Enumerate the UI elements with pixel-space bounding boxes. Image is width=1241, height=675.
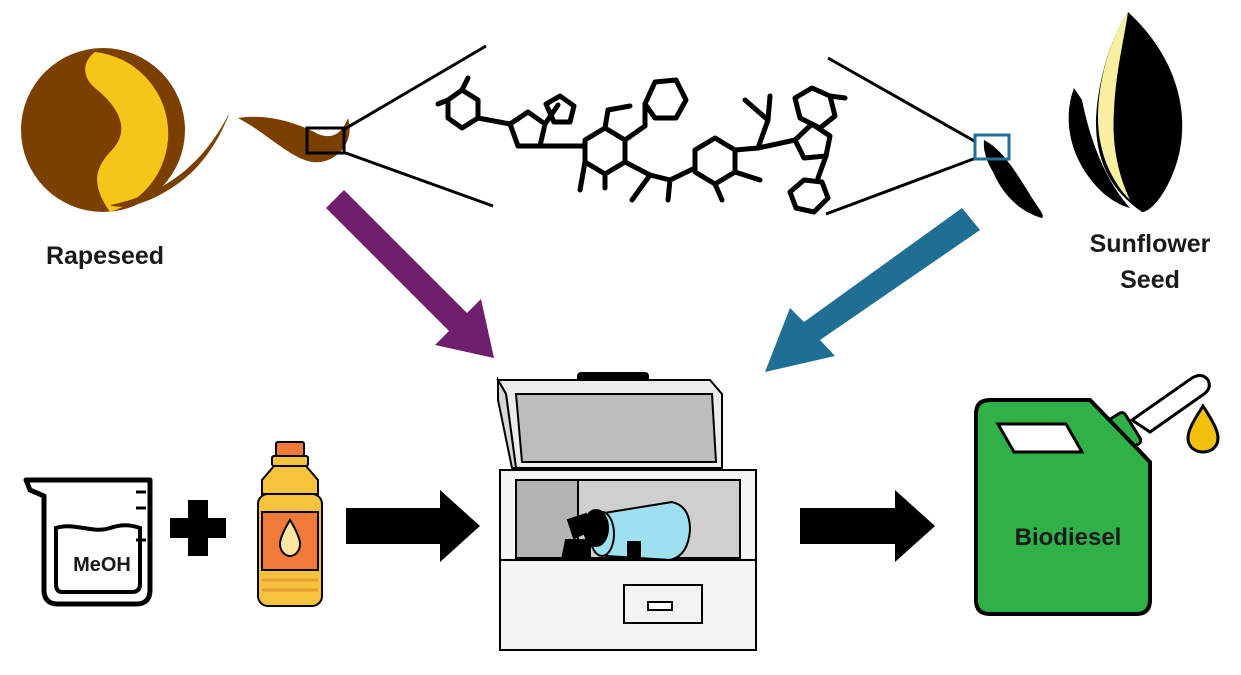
sunflower-seed-label: Sunflower Seed (1070, 226, 1230, 299)
biodiesel-label: Biodiesel (1014, 524, 1122, 551)
molecule-structure-icon (435, 75, 848, 215)
ball-mill-machine-icon (496, 372, 757, 651)
sunflower-label-line1: Sunflower (1089, 230, 1211, 258)
right-arrow-icon (800, 490, 935, 562)
jerrycan-icon (974, 373, 1211, 616)
rapeseed-label: Rapeseed (45, 242, 165, 270)
mill-jar-icon (560, 500, 692, 562)
purple-arrow-icon (320, 190, 494, 358)
beaker-icon (23, 477, 153, 607)
oil-bottle-icon (257, 441, 323, 607)
right-arrow-icon (346, 490, 480, 562)
rapeseed-zoom-box (305, 126, 346, 155)
sunflower-zoom-box (973, 133, 1011, 161)
meoh-label: MeOH (73, 554, 131, 576)
plus-icon (170, 500, 226, 556)
fuel-drop-icon (1186, 403, 1220, 454)
sunflower-seed-icon (1068, 12, 1183, 212)
rapeseed-hull-icon (238, 116, 350, 163)
sunflower-label-line2: Seed (1120, 266, 1180, 295)
rapeseed-icon (21, 48, 230, 212)
sunflower-hull-icon (973, 133, 1043, 218)
teal-arrow-icon (765, 208, 980, 372)
